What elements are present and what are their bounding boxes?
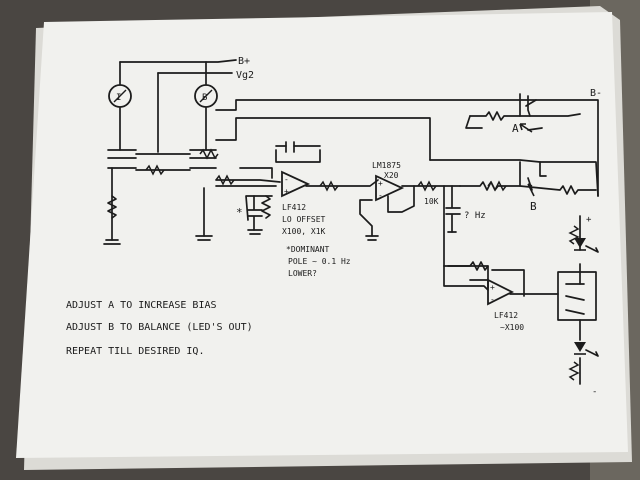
svg-text:+: + bbox=[284, 187, 289, 196]
pot-b-arrow bbox=[527, 183, 535, 197]
meter-b-needle bbox=[199, 89, 213, 103]
opamp2-part-label: LM1875 bbox=[372, 161, 401, 170]
pot-b-label: B bbox=[530, 200, 537, 213]
bminus-label: B- bbox=[590, 88, 602, 99]
dominant-note-3: LOWER? bbox=[288, 269, 317, 278]
note-repeat: REPEAT TILL DESIRED IQ. bbox=[66, 346, 204, 357]
bottom-rail-minus: - bbox=[592, 387, 597, 397]
schematic-resistors bbox=[145, 148, 580, 381]
top-rail-plus: + bbox=[586, 215, 592, 225]
dominant-note-2: POLE ~ 0.1 Hz bbox=[288, 257, 351, 266]
paper-sheet bbox=[16, 12, 628, 458]
note-adjust-b: ADJUST B TO BALANCE (LED'S OUT) bbox=[66, 322, 253, 333]
resistor-10k-label: 10K bbox=[424, 197, 439, 206]
led-top bbox=[574, 238, 586, 248]
meter-b bbox=[194, 84, 218, 108]
meter-b-symbol: B bbox=[202, 93, 207, 103]
meter-i bbox=[108, 84, 132, 108]
bplus-label: B+ bbox=[238, 56, 250, 67]
opamp-3 bbox=[487, 278, 515, 306]
svg-text:-: - bbox=[378, 191, 383, 200]
note-adjust-a: ADJUST A TO INCREASE BIAS bbox=[66, 300, 217, 311]
pot-a-arrow bbox=[519, 123, 533, 133]
opamp1-note1: LO OFFSET bbox=[282, 215, 326, 224]
opamp1-note2: X100, X1K bbox=[282, 227, 326, 236]
opamp-1 bbox=[281, 170, 311, 198]
filter-hz-label: ? Hz bbox=[464, 211, 486, 221]
svg-text:+: + bbox=[378, 179, 383, 188]
opamp1-part-label: LF412 bbox=[282, 203, 306, 212]
opamp2-gain-label: X20 bbox=[384, 171, 399, 180]
svg-text:+: + bbox=[490, 283, 495, 292]
vg2-label: Vg2 bbox=[236, 70, 254, 81]
led-bottom bbox=[574, 342, 586, 352]
opamp3-gain-label: ~X100 bbox=[500, 323, 524, 332]
meter-i-symbol: I bbox=[116, 93, 121, 103]
opamp-pins: - + + - + - bbox=[284, 175, 495, 304]
opamp-2 bbox=[375, 174, 405, 202]
pot-a-label: A bbox=[512, 122, 519, 135]
star-marker: * bbox=[236, 206, 243, 219]
dominant-note-1: *DOMINANT bbox=[286, 245, 330, 254]
opamp3-part-label: LF412 bbox=[494, 311, 518, 320]
schematic-wires bbox=[103, 59, 599, 385]
svg-text:-: - bbox=[490, 295, 495, 304]
svg-text:-: - bbox=[284, 175, 289, 184]
meter-i-needle bbox=[113, 89, 127, 103]
